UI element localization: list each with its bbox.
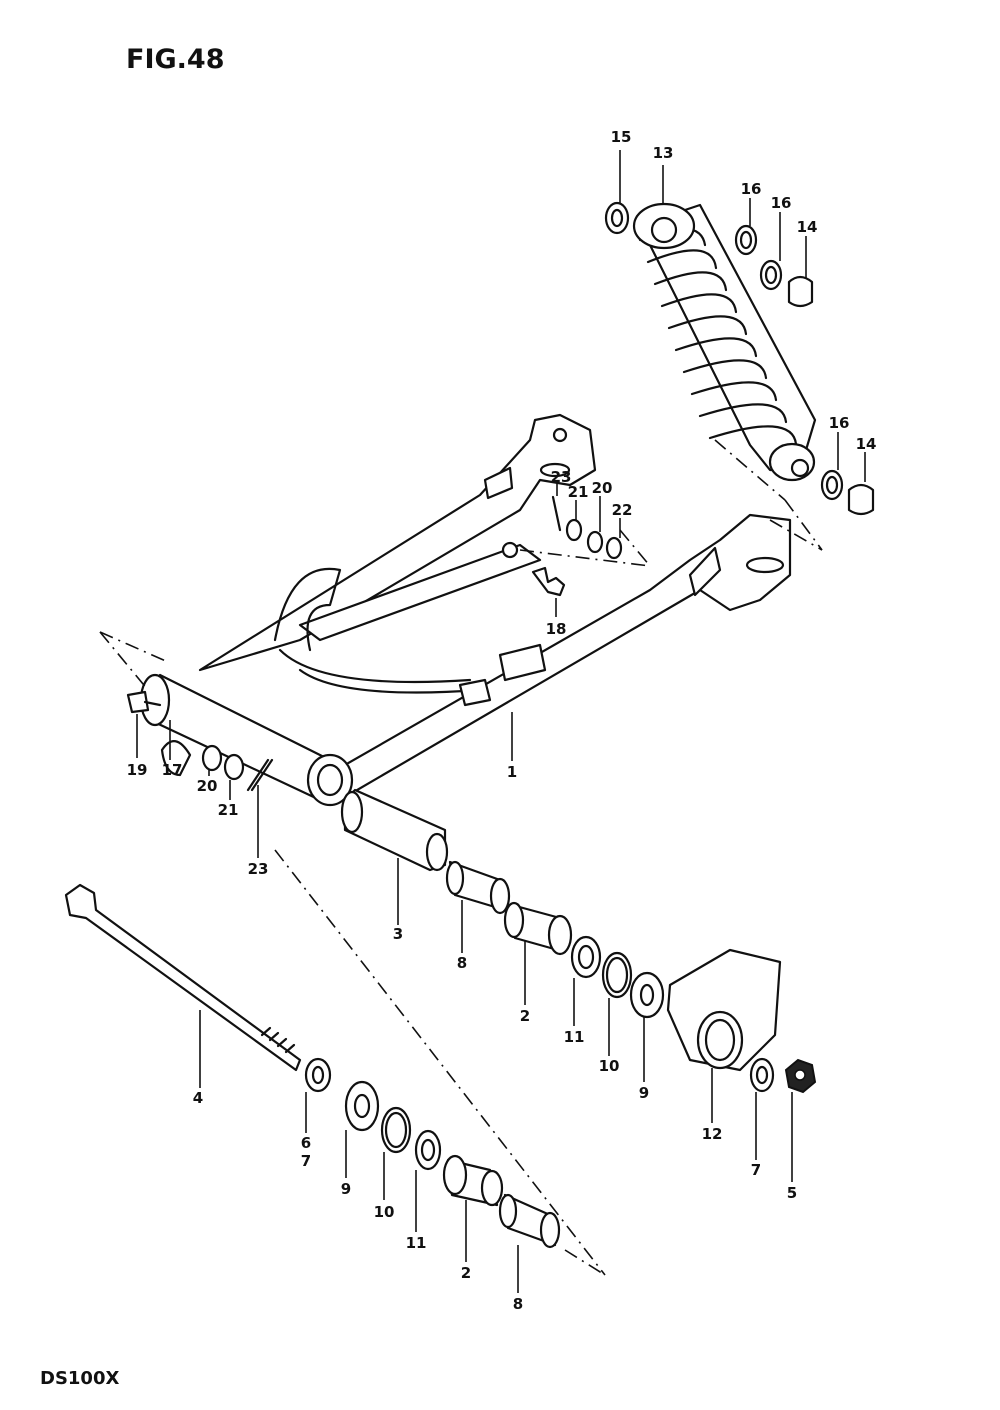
callout-10: 10: [374, 1203, 395, 1221]
callout-9: 9: [341, 1180, 351, 1198]
callout-15: 15: [611, 128, 632, 146]
pivot-bolt-4: [64, 883, 302, 1072]
figure-title: FIG.48: [126, 44, 225, 75]
callout-11: 11: [564, 1028, 585, 1046]
callout-14: 14: [797, 218, 818, 236]
callout-7: 7: [301, 1152, 311, 1170]
shock-absorber: [632, 202, 817, 482]
cap-nut-14-lower: [847, 483, 875, 516]
chain-adjuster-12: [666, 948, 782, 1072]
callout-20: 20: [592, 479, 613, 497]
bolt-18: [531, 566, 566, 597]
callout-16: 16: [829, 414, 850, 432]
callout-4: 4: [193, 1089, 203, 1107]
swing-arm: [139, 413, 792, 807]
callout-21: 21: [568, 483, 589, 501]
callout-2: 2: [461, 1264, 471, 1282]
callout-12: 12: [702, 1125, 723, 1143]
washer-20-right: [586, 530, 604, 554]
callout-2: 2: [520, 1007, 530, 1025]
washer-20-left: [201, 744, 223, 772]
callout-19: 19: [127, 761, 148, 779]
cotter-pin-23-right: [551, 495, 562, 532]
callout-8: 8: [457, 954, 467, 972]
callout-1: 1: [507, 763, 517, 781]
callout-16: 16: [741, 180, 762, 198]
callout-14: 14: [856, 435, 877, 453]
washer-21-right: [565, 518, 583, 542]
cotter-pin-23-left: [246, 758, 270, 792]
callout-11: 11: [406, 1234, 427, 1252]
callout-8: 8: [513, 1295, 523, 1313]
callout-22: 22: [612, 501, 633, 519]
callout-10: 10: [599, 1057, 620, 1075]
bolt-19: [126, 690, 150, 714]
callout-23: 23: [248, 860, 269, 878]
callout-17: 17: [162, 761, 183, 779]
callout-6: 6: [301, 1134, 311, 1152]
model-code: DS100X: [40, 1368, 120, 1389]
callout-5: 5: [787, 1184, 797, 1202]
callout-3: 3: [393, 925, 403, 943]
callout-18: 18: [546, 620, 567, 638]
callout-23: 23: [551, 468, 572, 486]
callout-20: 20: [197, 777, 218, 795]
callout-21: 21: [218, 801, 239, 819]
washer-22: [605, 536, 623, 560]
cap-nut-14-upper: [787, 275, 814, 308]
callout-7: 7: [751, 1161, 761, 1179]
callout-13: 13: [653, 144, 674, 162]
callout-9: 9: [639, 1084, 649, 1102]
washer-21-left: [223, 753, 245, 781]
callout-16: 16: [771, 194, 792, 212]
